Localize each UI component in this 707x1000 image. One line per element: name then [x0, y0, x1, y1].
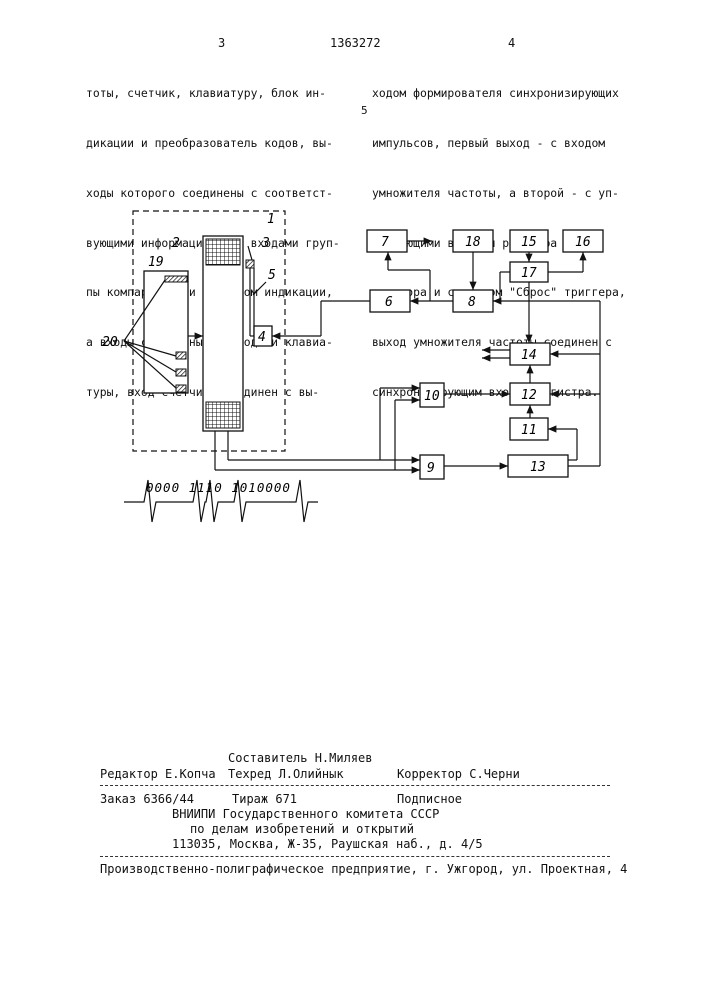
label-8: 8: [468, 295, 476, 310]
label-1: 1: [267, 212, 275, 227]
divider: [100, 856, 610, 857]
org-line-1: ВНИИПИ Государственного комитета СССР: [172, 807, 439, 821]
order-line: Заказ 6366/44: [100, 792, 194, 806]
label-4: 4: [258, 330, 266, 345]
label-15: 15: [521, 235, 537, 250]
label-14: 14: [521, 348, 537, 363]
label-20: 20: [102, 335, 118, 350]
label-16: 16: [575, 235, 591, 250]
reader-head-top: [206, 239, 240, 265]
card-mark: [176, 385, 186, 392]
card-mark: [176, 352, 186, 359]
label-18: 18: [465, 235, 481, 250]
reader-head-bottom: [206, 402, 240, 428]
label-13: 13: [530, 460, 546, 475]
label-9: 9: [427, 461, 435, 476]
editor-line: Редактор Е.Копча: [100, 767, 216, 781]
corrector-line: Корректор С.Черни: [397, 767, 520, 781]
subscription-line: Подписное: [397, 792, 462, 806]
label-7: 7: [381, 235, 389, 250]
label-2: 2: [172, 236, 180, 251]
label-12: 12: [521, 388, 537, 403]
compiler-line: Составитель Н.Миляев: [228, 751, 373, 765]
label-11: 11: [521, 423, 537, 438]
label-19: 19: [148, 255, 164, 270]
sensor-3: [246, 260, 254, 268]
address-line: 113035, Москва, Ж-35, Раушская наб., д. …: [172, 837, 483, 851]
label-10: 10: [424, 389, 440, 404]
circulation-line: Тираж 671: [232, 792, 297, 806]
card-mark: [176, 369, 186, 376]
label-3: 3: [261, 236, 270, 251]
printer-line: Производственно-полиграфическое предприя…: [100, 862, 627, 876]
label-5: 5: [268, 268, 276, 283]
techred-line: Техред Л.Олийнык: [228, 767, 344, 781]
card-mark: [165, 276, 187, 282]
label-17: 17: [521, 266, 537, 281]
label-6: 6: [385, 295, 393, 310]
signal-code: 0000 1110 1010000: [146, 480, 291, 495]
org-line-2: по делам изобретений и открытий: [190, 822, 414, 836]
divider: [100, 785, 610, 786]
